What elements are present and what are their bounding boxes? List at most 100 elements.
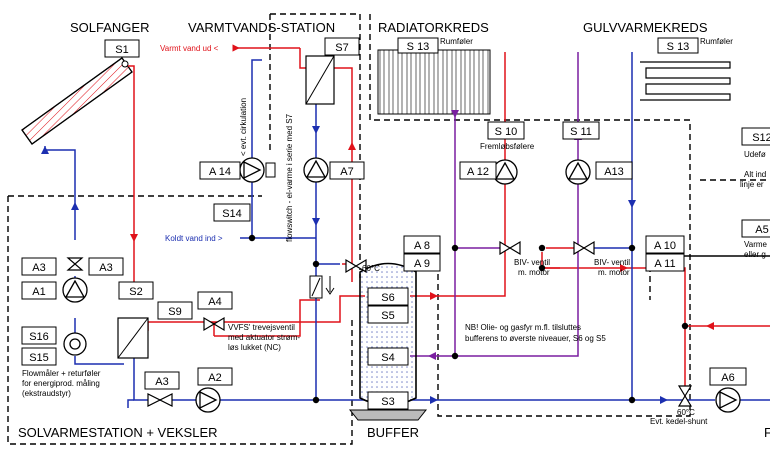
label-alt-ind2: linje er xyxy=(740,180,764,189)
box-a8 xyxy=(403,235,441,254)
label-varme1: Varme xyxy=(744,240,768,249)
label-biv-a1: BIV- ventil xyxy=(514,258,550,267)
box-a3a xyxy=(21,257,57,276)
label-vvfs2: med aktuator strøm- xyxy=(228,333,300,342)
label-nb2: bufferens to øverste niveauer, S6 og S5 xyxy=(465,334,606,343)
label-rumfoler-a: Rumføler xyxy=(440,37,473,46)
box-a13 xyxy=(595,161,633,180)
heat-exchanger xyxy=(117,317,149,359)
box-a1 xyxy=(21,281,57,300)
pump-a7 xyxy=(303,157,329,183)
el-heater-symbol xyxy=(265,162,276,178)
label-flowswitch: flowswitch - el-varme i serie med S7 xyxy=(285,113,294,242)
box-a9 xyxy=(403,253,441,272)
solvarmestation-frame xyxy=(7,195,353,445)
right-frame xyxy=(649,179,770,300)
label-varmt-vand: Varmt vand ud < xyxy=(160,44,219,53)
dashed-frames xyxy=(7,13,770,445)
svg-text:S5: S5 xyxy=(381,310,394,322)
box-a10 xyxy=(645,235,685,254)
label-vvfs3: løs lukket (NC) xyxy=(228,343,281,352)
svg-text:S7: S7 xyxy=(335,42,348,54)
box-s12 xyxy=(741,127,770,146)
title-solfanger: SOLFANGER xyxy=(70,20,149,35)
radiator-frame xyxy=(369,14,691,417)
box-s7 xyxy=(324,37,360,56)
svg-text:A7: A7 xyxy=(340,166,353,178)
flow-arrows xyxy=(41,110,714,404)
title-solvarmestation: SOLVARMESTATION + VEKSLER xyxy=(18,425,218,440)
box-a6 xyxy=(709,367,747,386)
label-alt-ind1: Alt ind xyxy=(744,170,766,179)
flow-meter-s16 xyxy=(63,332,87,356)
svg-text:S15: S15 xyxy=(29,352,49,364)
pump-a14 xyxy=(239,157,265,183)
label-biv-b2: m. motor xyxy=(598,268,630,277)
box-s9 xyxy=(157,301,193,320)
box-a3b xyxy=(88,257,124,276)
box-s1 xyxy=(104,39,140,58)
label-udefo: Udefø xyxy=(744,150,766,159)
sensor-boxes xyxy=(21,37,770,410)
pump-a6 xyxy=(715,387,741,413)
annotations: Varmt vand ud < Koldt vand ind > < evt. … xyxy=(22,37,770,440)
svg-text:S6: S6 xyxy=(381,292,394,304)
svg-text:S4: S4 xyxy=(381,352,394,364)
box-s13b xyxy=(657,37,699,54)
title-varmtvand: VARMTVANDS-STATION xyxy=(188,20,335,35)
svg-text:A 10: A 10 xyxy=(654,240,676,252)
svg-text:S14: S14 xyxy=(222,208,242,220)
label-nb1: NB! Olie- og gasfyr m.fl. tilsluttes xyxy=(465,323,581,332)
box-labels: S1 S2 S7 S9 S 10 S 11 S12 S 13 S 13 S14 … xyxy=(29,41,770,408)
label-fremlob: Fremløbsfølere xyxy=(480,142,535,151)
label-varme2: eller g xyxy=(744,250,766,259)
svg-text:A1: A1 xyxy=(32,286,45,298)
label-flowmaler1: Flowmåler + returføler xyxy=(22,369,101,378)
junction-dots xyxy=(248,234,689,404)
svg-text:A 9: A 9 xyxy=(414,258,430,270)
check-valve xyxy=(309,275,335,299)
label-biv-a2: m. motor xyxy=(518,268,550,277)
svg-text:S16: S16 xyxy=(29,331,49,343)
box-s13a xyxy=(397,37,439,54)
svg-text:S2: S2 xyxy=(129,286,142,298)
label-vvfs1: VVFS' trevejsventil xyxy=(228,323,295,332)
label-edge-f: F xyxy=(764,425,770,440)
label-evt-cirkulation: < evt. cirkulation xyxy=(239,98,248,156)
box-a2 xyxy=(197,367,233,386)
title-buffer: BUFFER xyxy=(367,425,419,440)
solar-collector xyxy=(21,57,133,145)
svg-text:A3: A3 xyxy=(32,262,45,274)
box-s2 xyxy=(118,281,154,300)
svg-text:A 8: A 8 xyxy=(414,240,430,252)
box-s6 xyxy=(367,287,409,306)
pumps xyxy=(62,157,741,413)
label-biv-b1: BIV- ventil xyxy=(594,258,630,267)
box-a12 xyxy=(459,161,497,180)
svg-text:A 12: A 12 xyxy=(467,166,489,178)
box-s14 xyxy=(213,203,251,222)
svg-text:A5: A5 xyxy=(755,224,768,236)
box-a4 xyxy=(197,291,233,310)
label-koldt-vand: Koldt vand ind > xyxy=(165,234,223,243)
box-a11 xyxy=(645,253,685,272)
label-rumfoler-b: Rumføler xyxy=(700,37,733,46)
svg-text:S3: S3 xyxy=(381,396,394,408)
svg-text:S12: S12 xyxy=(752,132,770,144)
box-a3c xyxy=(144,371,180,390)
hot-water-exchanger xyxy=(305,55,335,105)
valves xyxy=(66,240,693,407)
label-flowmaler3: (ekstraudstyr) xyxy=(22,389,71,398)
svg-text:A13: A13 xyxy=(604,166,624,178)
pump-a13 xyxy=(565,159,591,185)
svg-text:S 13: S 13 xyxy=(407,41,430,53)
title-radiator: RADIATORKREDS xyxy=(378,20,489,35)
box-a5 xyxy=(741,219,770,238)
svg-text:A 11: A 11 xyxy=(654,258,675,270)
floor-heating-coil xyxy=(640,61,731,101)
box-s11 xyxy=(562,121,600,140)
pump-a12 xyxy=(492,159,518,185)
box-s5 xyxy=(367,305,409,324)
varmtvands-frame xyxy=(269,13,361,278)
label-temp-60b: 60°C xyxy=(677,408,695,417)
